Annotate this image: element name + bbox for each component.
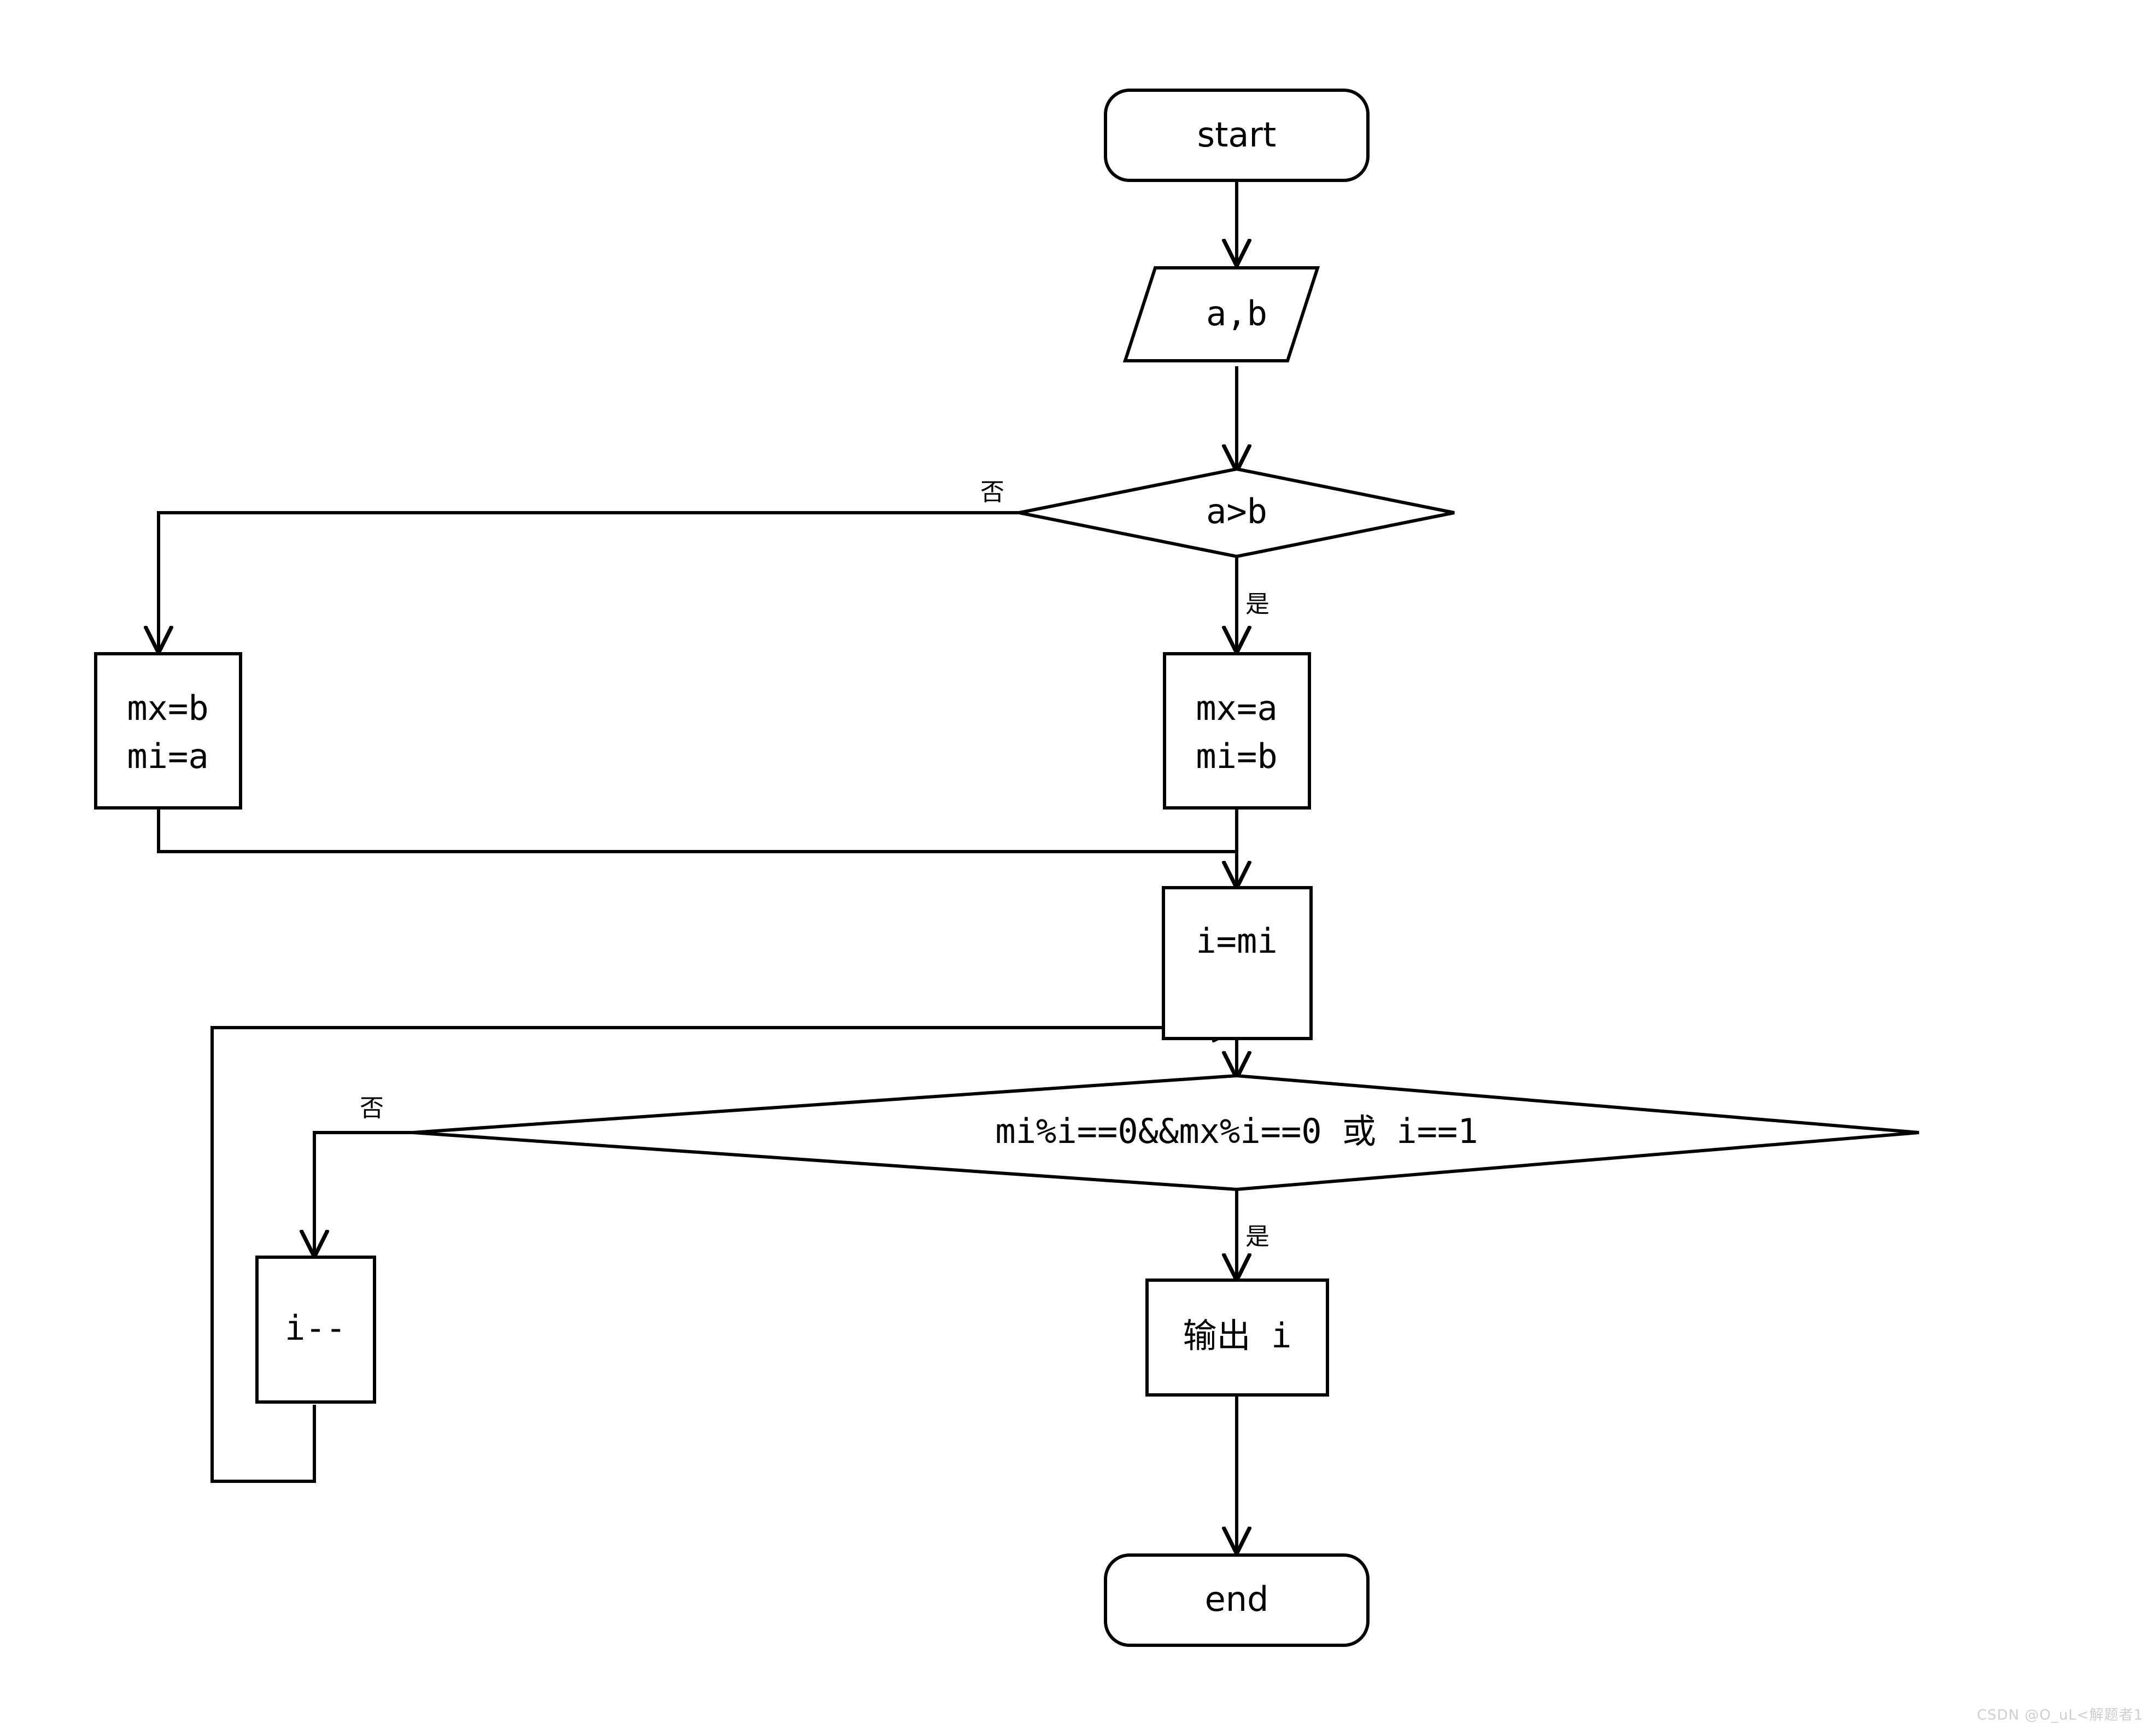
node-start[interactable]: [1104, 89, 1370, 182]
node-start-label: start: [1197, 115, 1276, 155]
node-output[interactable]: [1145, 1278, 1329, 1397]
edge-label-cond1-yes: 是: [1245, 590, 1269, 618]
edge-label-cond1-no: 否: [980, 478, 1004, 506]
edge-label-cond2-yes: 是: [1245, 1223, 1269, 1251]
node-output-label: 输出 i: [1183, 1316, 1292, 1356]
node-input[interactable]: [1122, 266, 1320, 362]
node-assign-yes-label-2: mi=b: [1196, 736, 1277, 776]
node-assign-no[interactable]: [94, 652, 242, 810]
node-end[interactable]: [1104, 1553, 1370, 1647]
edge-cond2-no: [314, 1131, 416, 1254]
edge-decr-to-cond2-loop: [210, 1028, 1237, 1483]
node-assign-yes-label-1: mx=a: [1196, 688, 1277, 728]
node-decr-label: i--: [285, 1308, 346, 1348]
node-decr[interactable]: [255, 1256, 376, 1404]
node-cond2-label: mi%i==0&&mx%i==0 或 i==1: [995, 1111, 1478, 1151]
node-cond2[interactable]: [412, 1074, 1920, 1192]
node-init[interactable]: [1162, 886, 1313, 1040]
node-end-label: end: [1205, 1579, 1269, 1619]
node-assign-yes[interactable]: [1163, 652, 1311, 810]
node-input-label: a,b: [1206, 294, 1267, 333]
node-init-label: i=mi: [1196, 921, 1277, 961]
node-assign-no-label-2: mi=a: [127, 736, 208, 776]
node-cond1-label: a>b: [1206, 491, 1267, 531]
edge-label-cond2-no: 否: [360, 1094, 384, 1122]
node-assign-no-label-1: mx=b: [127, 688, 208, 728]
node-cond1[interactable]: [1019, 467, 1455, 559]
edge-cond1-no: [159, 511, 1022, 650]
watermark-text: CSDN @O_uL<解题者1: [1976, 1707, 2143, 1723]
edge-assignno-to-init: [157, 808, 1237, 853]
